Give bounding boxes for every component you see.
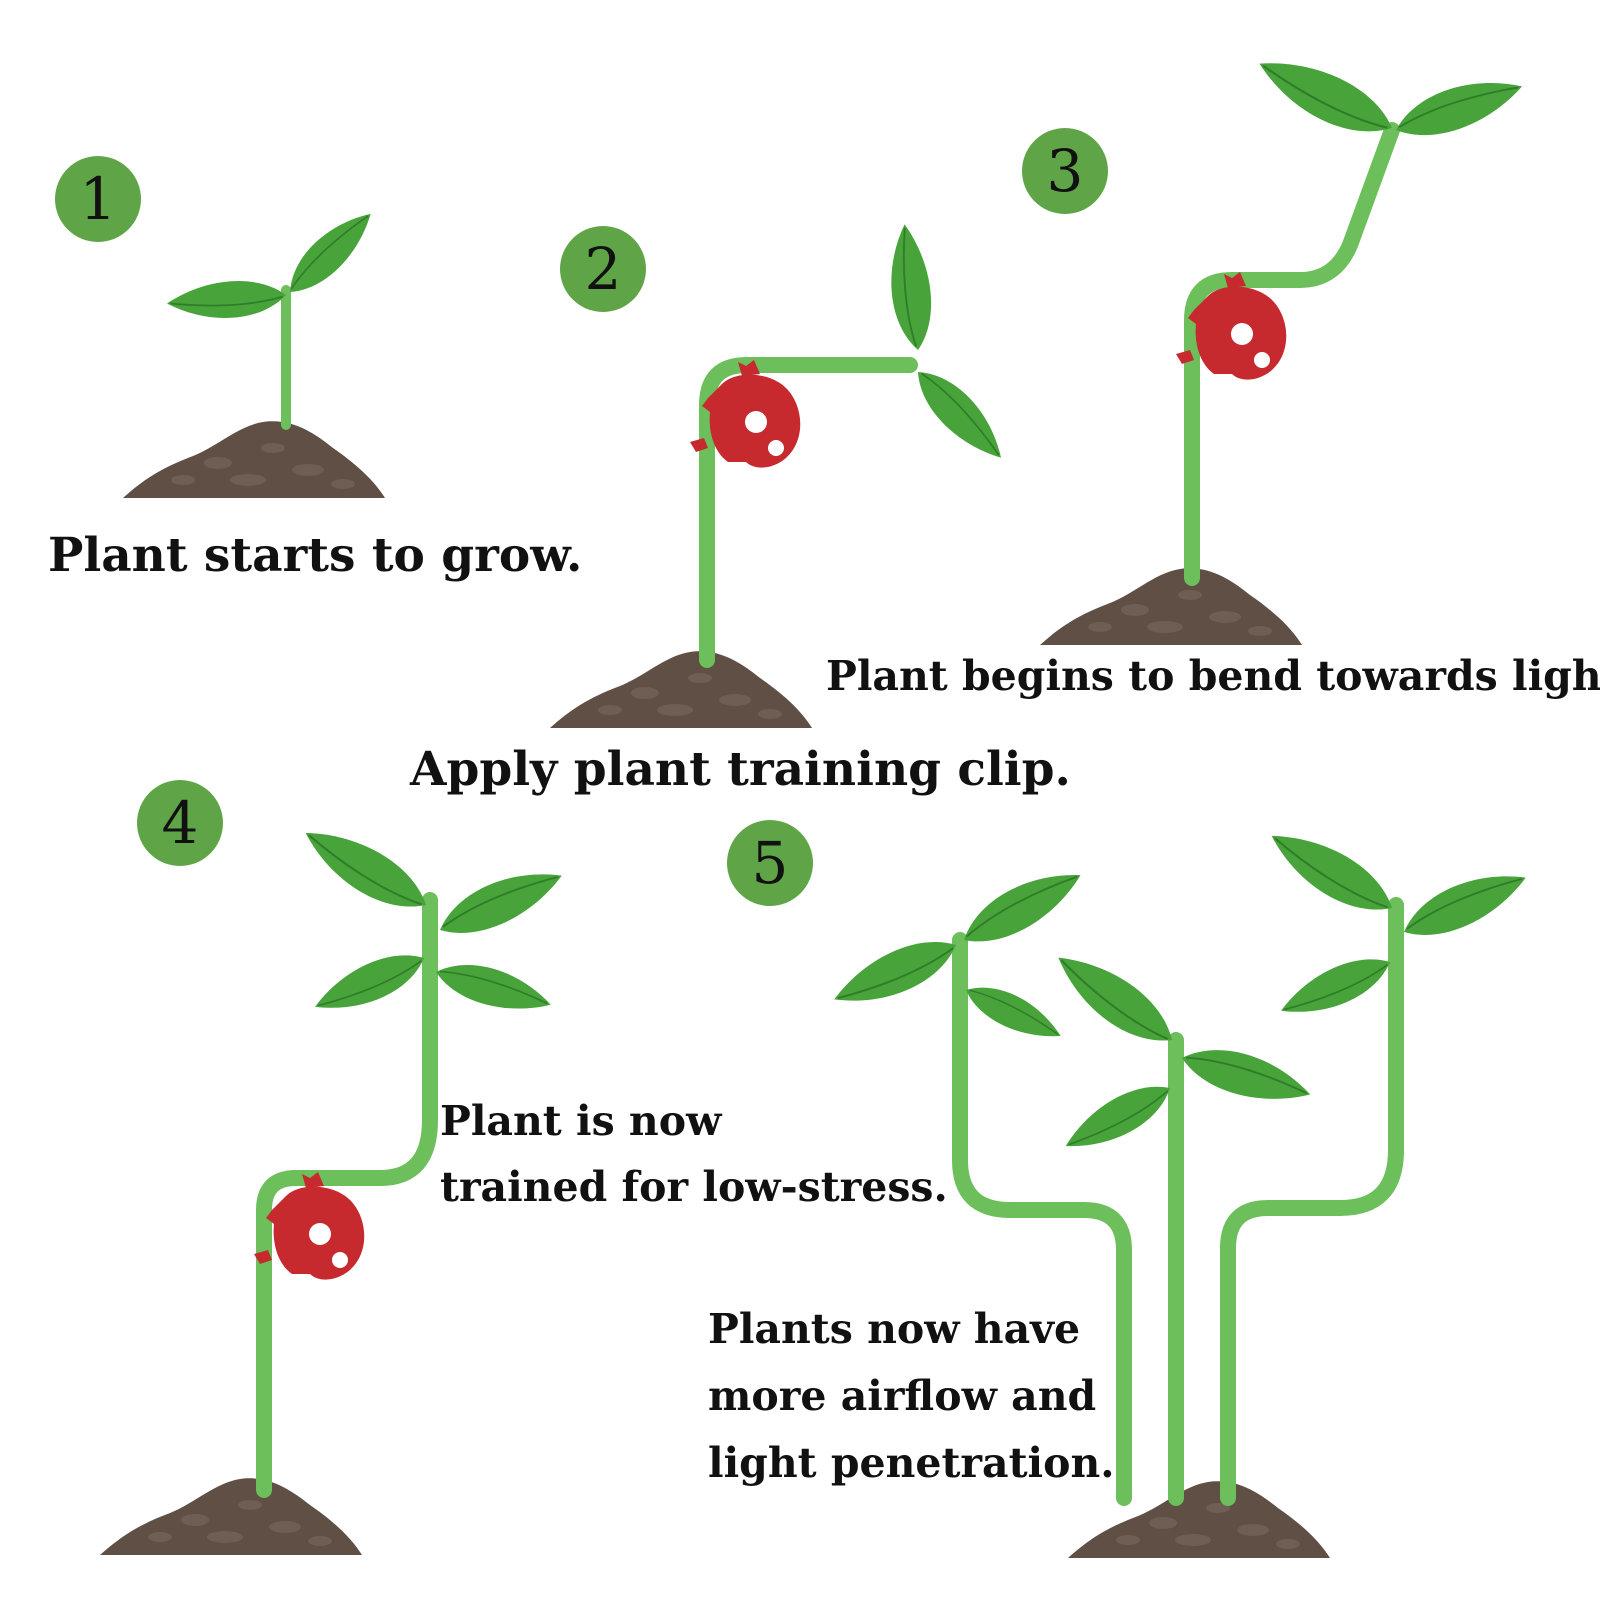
step-4-caption: Plant is now trained for low-stress. — [440, 1088, 948, 1220]
step-2-illustration — [550, 222, 1013, 728]
leaf-icon — [888, 222, 1013, 473]
soil-mound-icon — [100, 1478, 362, 1555]
step-1-badge: 1 — [55, 156, 141, 242]
bent-stem — [1184, 122, 1400, 586]
right-stem — [1220, 897, 1404, 1506]
caption-line: light penetration. — [708, 1439, 1115, 1487]
caption-line: Plants now have — [708, 1305, 1081, 1353]
caption-line: Plant is now — [440, 1097, 722, 1145]
step-5-badge: 5 — [727, 820, 813, 906]
step-3-badge: 3 — [1022, 128, 1108, 214]
step-3-illustration — [1040, 38, 1530, 645]
step-4-illustration — [100, 810, 572, 1555]
caption-line: more airflow and — [708, 1372, 1097, 1420]
seedling-icon — [166, 202, 386, 319]
step-2-caption: Apply plant training clip. — [410, 742, 1071, 797]
soil-mound-icon — [550, 651, 812, 728]
step-5-caption: Plants now have more airflow and light p… — [708, 1296, 1115, 1497]
left-stem — [952, 932, 1132, 1506]
step-1-illustration — [123, 202, 386, 498]
caption-line: trained for low-stress. — [440, 1163, 948, 1211]
caption-line: Apply plant training clip. — [410, 742, 1071, 797]
step-4-badge: 4 — [137, 780, 223, 866]
soil-mound-icon — [1040, 568, 1302, 645]
step-2-badge: 2 — [560, 226, 646, 312]
caption-line: Plant starts to grow. — [48, 528, 583, 583]
soil-mound-icon — [123, 421, 385, 498]
caption-line: Plant begins to bend towards light. — [826, 652, 1600, 700]
step-3-caption: Plant begins to bend towards light. — [826, 652, 1600, 700]
step-5-illustration — [824, 813, 1536, 1558]
trained-stem — [256, 892, 438, 1498]
step-1-caption: Plant starts to grow. — [48, 528, 582, 583]
